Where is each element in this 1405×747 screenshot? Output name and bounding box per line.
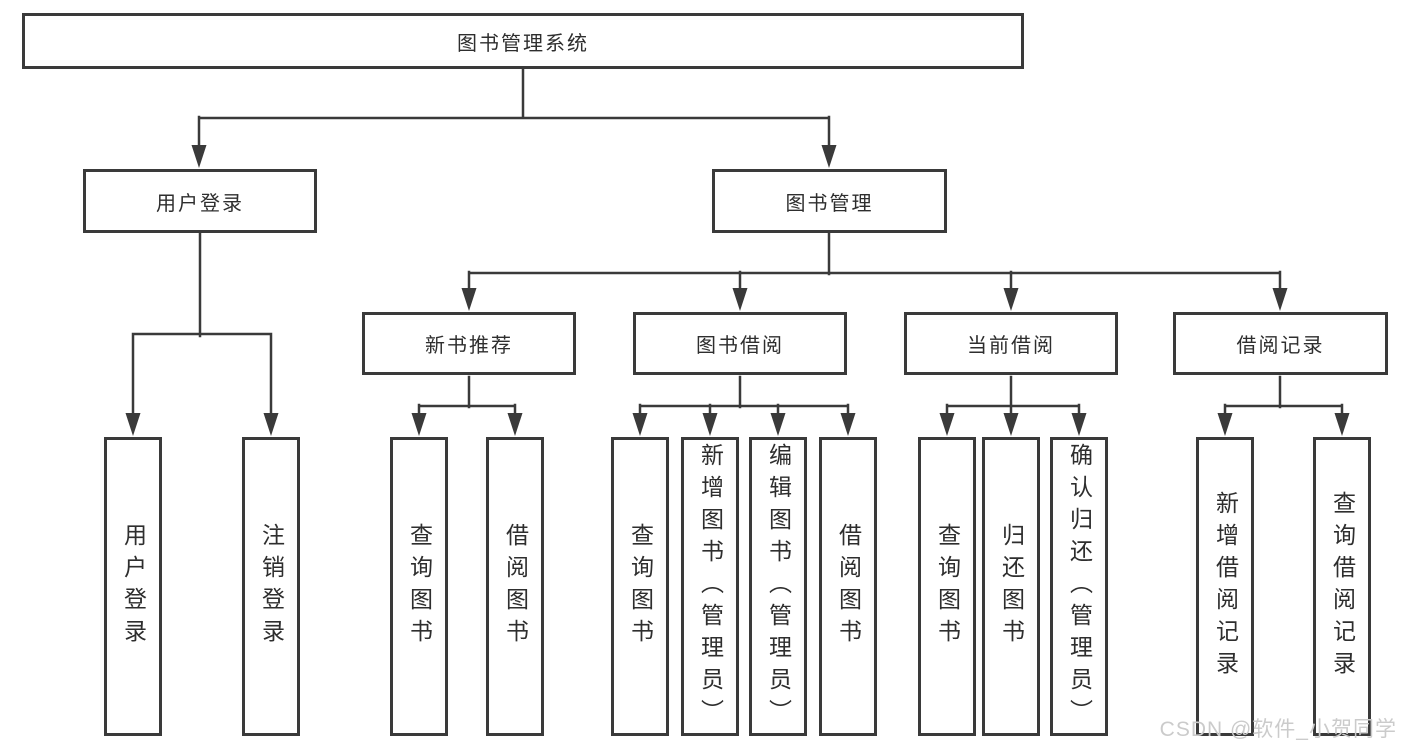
leaf-query-borrow-record-label: 查询借阅记录: [1329, 490, 1356, 683]
node-root-label: 图书管理系统: [457, 32, 589, 55]
leaf-recommend-query-books-label: 查询图书: [406, 522, 433, 651]
node-new-book-recommend: 新书推荐: [362, 312, 576, 375]
node-user-login: 用户登录: [83, 169, 317, 233]
leaf-borrow-query-books: 查询图书: [611, 437, 669, 736]
node-book-management: 图书管理: [712, 169, 947, 233]
leaf-add-borrow-record: 新增借阅记录: [1196, 437, 1254, 736]
leaf-edit-books-admin-label: 编辑图书（管理员）: [765, 442, 792, 731]
leaf-return-books: 归还图书: [982, 437, 1040, 736]
node-book-management-label: 图书管理: [785, 192, 874, 215]
leaf-add-borrow-record-label: 新增借阅记录: [1212, 490, 1239, 683]
leaf-recommend-borrow-books: 借阅图书: [486, 437, 544, 736]
node-borrow-records-label: 借阅记录: [1236, 335, 1325, 357]
arrowheads: [125, 145, 1350, 436]
leaf-borrow-books-label: 借阅图书: [835, 522, 862, 651]
leaf-add-books-admin-label: 新增图书（管理员）: [697, 442, 724, 731]
node-user-login-label: 用户登录: [156, 192, 244, 215]
leaf-user-login: 用户登录: [104, 437, 162, 736]
leaf-logout: 注销登录: [242, 437, 300, 736]
leaf-edit-books-admin: 编辑图书（管理员）: [749, 437, 807, 736]
leaf-add-books-admin: 新增图书（管理员）: [681, 437, 739, 736]
leaf-current-query-books-label: 查询图书: [934, 522, 961, 651]
leaf-return-books-label: 归还图书: [998, 522, 1025, 651]
node-current-borrow: 当前借阅: [904, 312, 1118, 375]
csdn-watermark: CSDN @软件_小贺同学: [1159, 718, 1397, 741]
leaf-user-login-label: 用户登录: [120, 522, 147, 651]
node-book-borrow-label: 图书借阅: [696, 335, 784, 357]
leaf-query-borrow-record: 查询借阅记录: [1313, 437, 1371, 736]
node-root: 图书管理系统: [22, 13, 1024, 69]
leaf-borrow-query-books-label: 查询图书: [627, 522, 654, 651]
node-borrow-records: 借阅记录: [1173, 312, 1388, 375]
node-book-borrow: 图书借阅: [633, 312, 847, 375]
leaf-confirm-return-admin-label: 确认归还（管理员）: [1066, 442, 1093, 731]
leaf-confirm-return-admin: 确认归还（管理员）: [1050, 437, 1108, 736]
node-new-book-recommend-label: 新书推荐: [425, 335, 513, 357]
leaf-borrow-books: 借阅图书: [819, 437, 877, 736]
leaf-current-query-books: 查询图书: [918, 437, 976, 736]
node-current-borrow-label: 当前借阅: [967, 335, 1055, 357]
leaf-logout-label: 注销登录: [258, 522, 285, 651]
leaf-recommend-borrow-books-label: 借阅图书: [502, 522, 529, 651]
leaf-recommend-query-books: 查询图书: [390, 437, 448, 736]
